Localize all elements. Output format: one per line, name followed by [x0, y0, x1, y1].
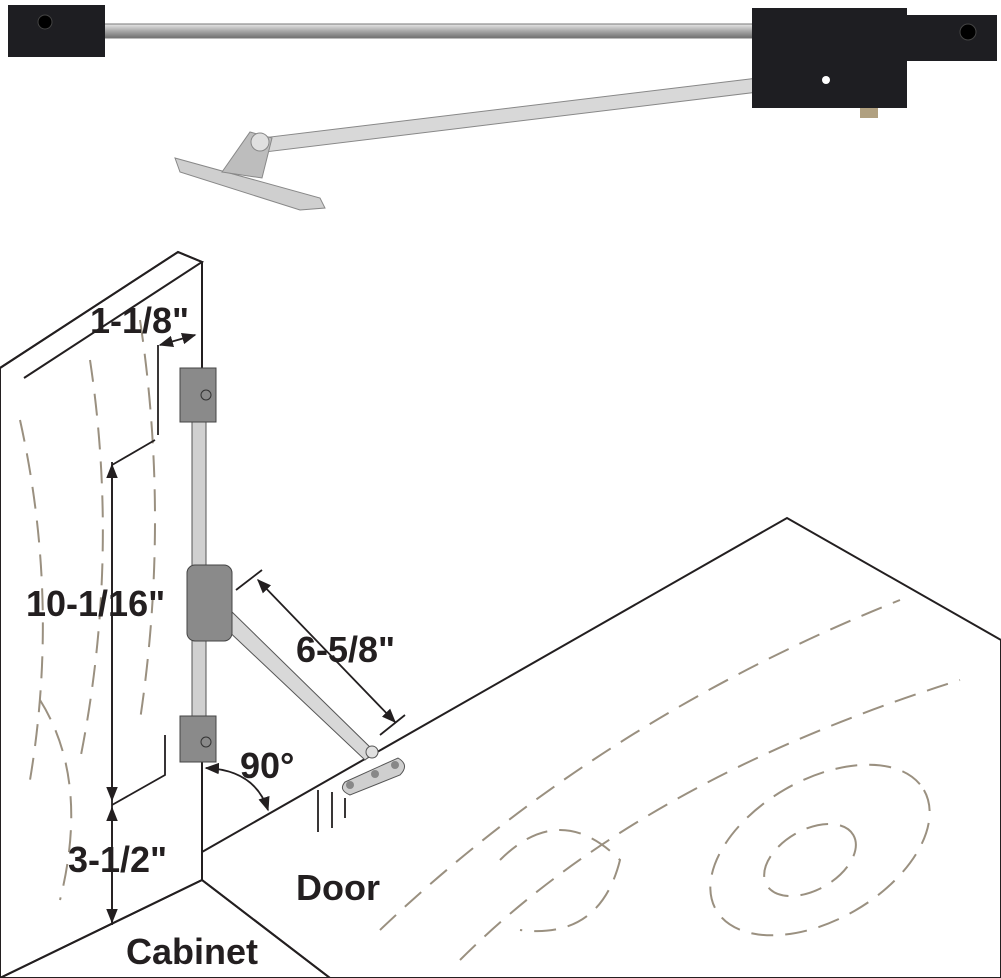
- upper-block: [179, 367, 217, 423]
- rod-length-label: 10-1/16": [26, 583, 165, 624]
- block-offset-label: 1-1/8": [90, 300, 189, 341]
- door-plate: [174, 157, 326, 211]
- dimension-lines: [106, 333, 406, 925]
- cabinet-label: Cabinet: [126, 931, 258, 972]
- arm-length-label: 6-5/8": [296, 629, 395, 670]
- right-housing: [752, 8, 907, 108]
- lower-arm: [261, 77, 759, 153]
- angle-label: 90°: [240, 745, 294, 786]
- bottom-offset-label: 3-1/2": [68, 839, 167, 880]
- upper-rod: [94, 23, 766, 39]
- left-mount-block: [8, 5, 105, 57]
- product-photo: [8, 5, 997, 211]
- door-panel: [201, 516, 1001, 978]
- middle-housing: [186, 564, 233, 642]
- left-block-hole: [37, 14, 53, 30]
- door-label: Door: [296, 867, 380, 908]
- right-mount-block: [905, 15, 997, 61]
